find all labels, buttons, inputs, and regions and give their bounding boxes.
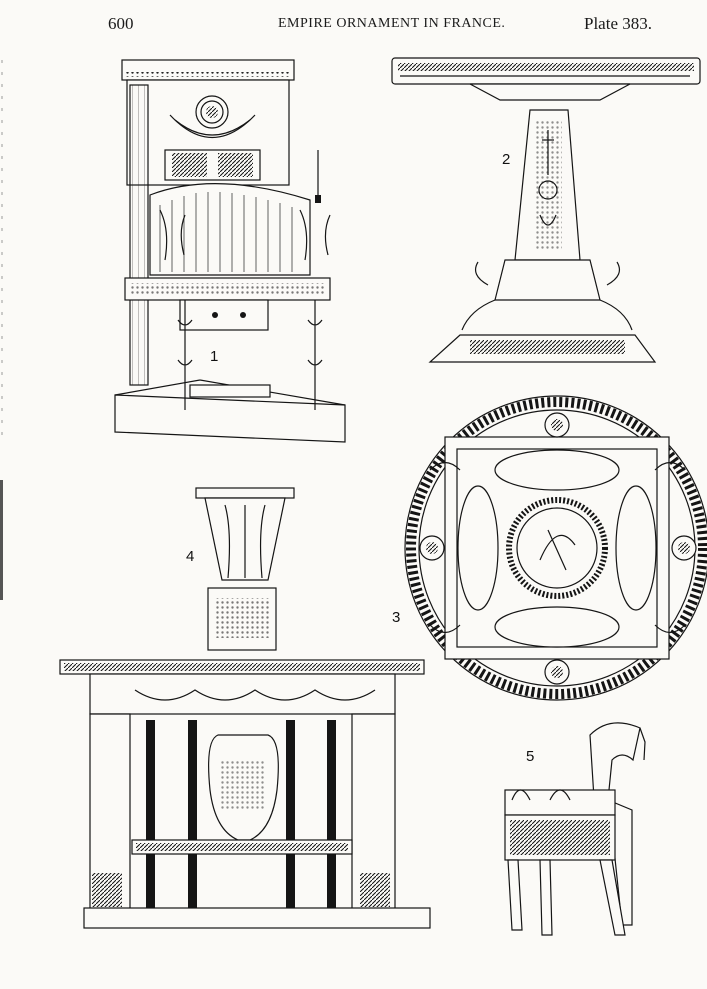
- plate-label: Plate 383.: [584, 14, 652, 33]
- figure-4-console-table: [59, 487, 431, 929]
- figure-5-armchair: [504, 722, 646, 936]
- figure-1-label: 1: [210, 348, 218, 365]
- figure-3-label: 3: [392, 609, 400, 626]
- binding-edge-marks: [0, 60, 3, 600]
- page-title: EMPIRE ORNAMENT IN FRANCE.: [278, 16, 506, 31]
- figure-3-circular-tabletop: [404, 395, 707, 701]
- figure-4-label: 4: [186, 548, 194, 565]
- figure-5-label: 5: [526, 748, 534, 765]
- figure-2-label: 2: [502, 151, 510, 168]
- page-number: 600: [108, 14, 134, 33]
- figure-1-secretary-desk: [114, 59, 346, 443]
- figure-2-pedestal-table: [391, 57, 701, 363]
